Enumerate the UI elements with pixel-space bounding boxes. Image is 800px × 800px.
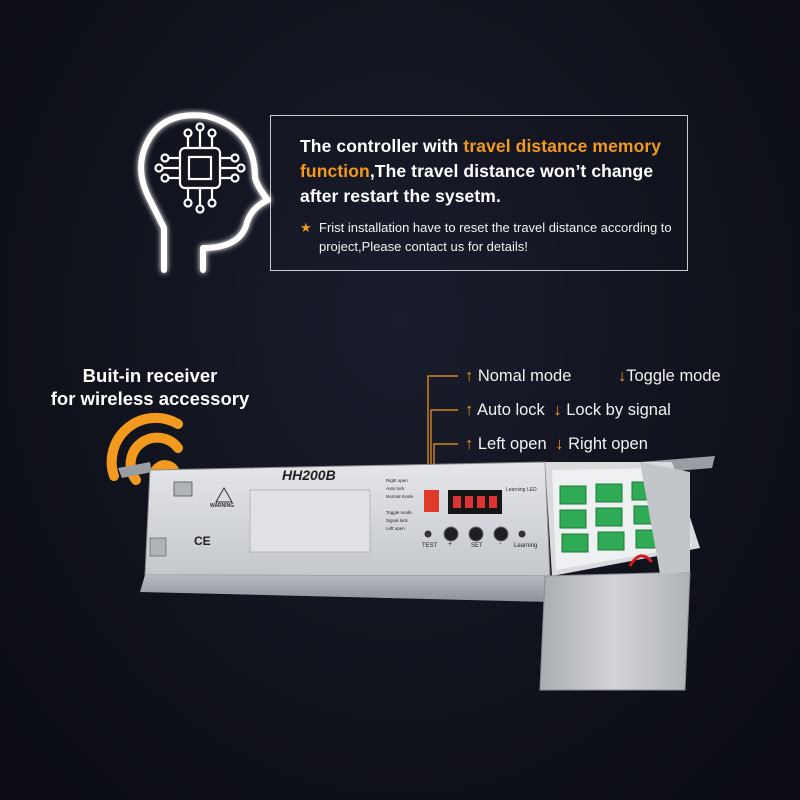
- warning-label: WARNING: [210, 503, 235, 509]
- button-label-minus: -: [499, 541, 502, 548]
- ce-mark: CE: [194, 534, 211, 548]
- info-frame: [270, 115, 688, 271]
- installation-note: ★ Frist installation have to reset the t…: [300, 218, 680, 256]
- side-label-right-open: Right open: [386, 478, 408, 483]
- mode-row-1: ↑ Nomal mode ↓Toggle mode: [465, 367, 721, 386]
- headline-part2: ,The travel distance won’t change after …: [300, 161, 654, 206]
- arrow-down-icon: ↓: [553, 401, 562, 419]
- mode-label: Toggle mode: [626, 367, 721, 385]
- side-label-left-open: Left open: [386, 526, 405, 531]
- arrow-down-icon: ↓: [555, 435, 564, 453]
- arrow-down-icon: ↓: [617, 367, 627, 385]
- button-label-plus: +: [448, 541, 453, 548]
- arrow-up-icon: ↑: [465, 401, 474, 419]
- device-model-label: HH200B: [282, 467, 336, 483]
- controller-device: [118, 456, 715, 691]
- button-label-learning: Learning: [514, 543, 538, 549]
- side-label-toggle-mode: Toggle mode: [386, 510, 412, 515]
- mode-label: Right open: [568, 435, 648, 453]
- side-label-signal-lock: Signal lock: [386, 518, 408, 523]
- receiver-line1: Buit-in receiver: [82, 365, 218, 386]
- button-label-test: TEST: [422, 543, 438, 549]
- note-text: Frist installation have to reset the tra…: [319, 220, 672, 254]
- star-icon: ★: [300, 220, 312, 235]
- receiver-label: Buit-in receiver for wireless accessory: [30, 364, 270, 410]
- mode-row-2: ↑ Auto lock ↓ Lock by signal: [465, 401, 671, 420]
- side-label-normal-mode: Normal mode: [386, 494, 414, 499]
- mode-row-3: ↑ Left open ↓ Right open: [465, 435, 648, 454]
- mode-label: Auto lock: [476, 401, 545, 419]
- receiver-line2: for wireless accessory: [50, 388, 250, 409]
- mode-label: Left open: [477, 435, 547, 453]
- arrow-up-icon: ↑: [465, 435, 474, 453]
- mode-label: Lock by signal: [566, 401, 671, 419]
- head-chip-icon: [138, 112, 271, 273]
- arrow-up-icon: ↑: [465, 367, 474, 385]
- headline-part1: The controller with: [300, 136, 464, 156]
- side-label-auto-lock: Auto lock: [386, 486, 405, 491]
- learning-led-label: Learning LED: [506, 487, 537, 493]
- headline-highlight: travel distance memory function: [300, 136, 662, 181]
- button-label-set: SET: [471, 543, 483, 549]
- headline: The controller with travel distance memo…: [300, 134, 680, 209]
- mode-label: Nomal mode: [477, 367, 572, 385]
